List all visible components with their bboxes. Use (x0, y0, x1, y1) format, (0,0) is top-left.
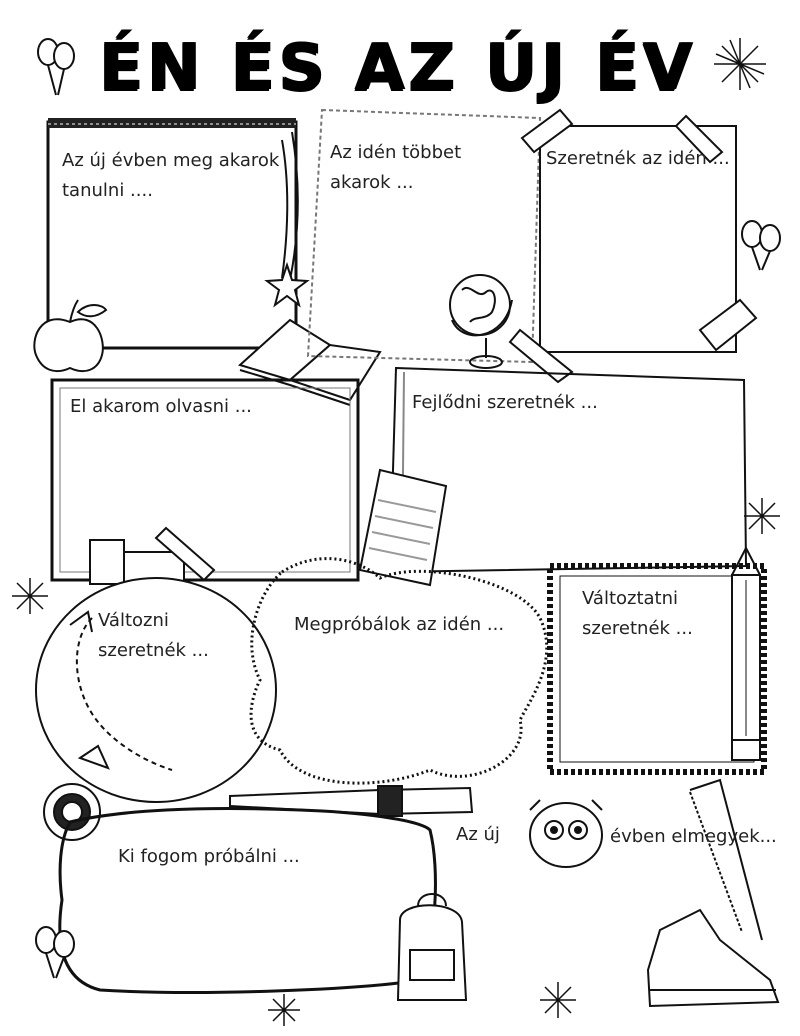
owl-icon (529, 799, 603, 868)
prompt-learn: Az új évben meg akarok tanulni .... (62, 150, 280, 201)
apple-icon (33, 299, 108, 373)
worksheet-title: ÉN ÉS AZ ÚJ ÉV (98, 31, 696, 105)
box-like (508, 108, 758, 384)
backpack-icon (396, 893, 468, 1001)
prompt-try-this-year: Megpróbálok az idén ... (294, 614, 505, 635)
prompt-read: El akarom olvasni ... (70, 396, 252, 417)
circle-frame (35, 577, 277, 803)
arrow-icon (69, 610, 93, 633)
books-stack-icon (89, 526, 216, 585)
balloons-icon (35, 38, 781, 979)
box-more (306, 108, 542, 364)
prompt-develop: Fejlődni szeretnék ... (412, 392, 598, 413)
prompt-try-out: Ki fogom próbálni ... (118, 846, 300, 867)
globe-icon (449, 274, 513, 369)
box-try-this-year (249, 557, 549, 785)
flower-icon (43, 783, 101, 841)
firework-icon (12, 38, 780, 1026)
prompt-more: Az idén többet akarok ... (330, 142, 462, 193)
shooting-star-icon (264, 131, 310, 308)
prompt-like: Szeretnék az idén ... (546, 148, 730, 169)
prompt-change-thing: Változtatni szeretnék ... (582, 588, 693, 639)
pen-icon (229, 785, 474, 817)
box-try-out (58, 807, 437, 994)
box-change-thing (547, 563, 767, 775)
prompt-change-self: Változni szeretnék ... (98, 610, 209, 661)
notepad-icon (358, 468, 448, 587)
prompt-go-prefix: Az új (456, 824, 500, 845)
pencil-icon (731, 545, 761, 761)
sneaker-icon (646, 908, 780, 1008)
prompt-go-suffix: évben elmegyek... (610, 826, 777, 847)
